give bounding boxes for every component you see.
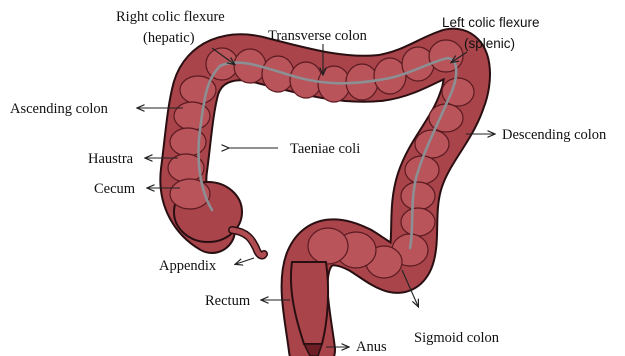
label-descending-colon: Descending colon xyxy=(502,127,607,143)
label-right-colic-flexure-hepatic: (hepatic) xyxy=(143,30,195,46)
label-taeniae-coli: Taeniae coli xyxy=(290,141,360,157)
label-transverse-colon: Transverse colon xyxy=(268,28,368,44)
label-sigmoid-colon: Sigmoid colon xyxy=(414,330,500,346)
label-rectum: Rectum xyxy=(205,293,251,309)
label-cecum: Cecum xyxy=(94,181,136,197)
label-haustra: Haustra xyxy=(88,151,134,167)
label-left-colic-flexure: Left colic flexure xyxy=(442,15,540,30)
label-appendix: Appendix xyxy=(159,258,217,274)
label-left-colic-flexure-splenic: (splenic) xyxy=(464,36,515,51)
label-right-colic-flexure: Right colic flexure xyxy=(116,9,225,25)
label-anus: Anus xyxy=(356,339,387,355)
label-ascending-colon: Ascending colon xyxy=(10,101,109,117)
